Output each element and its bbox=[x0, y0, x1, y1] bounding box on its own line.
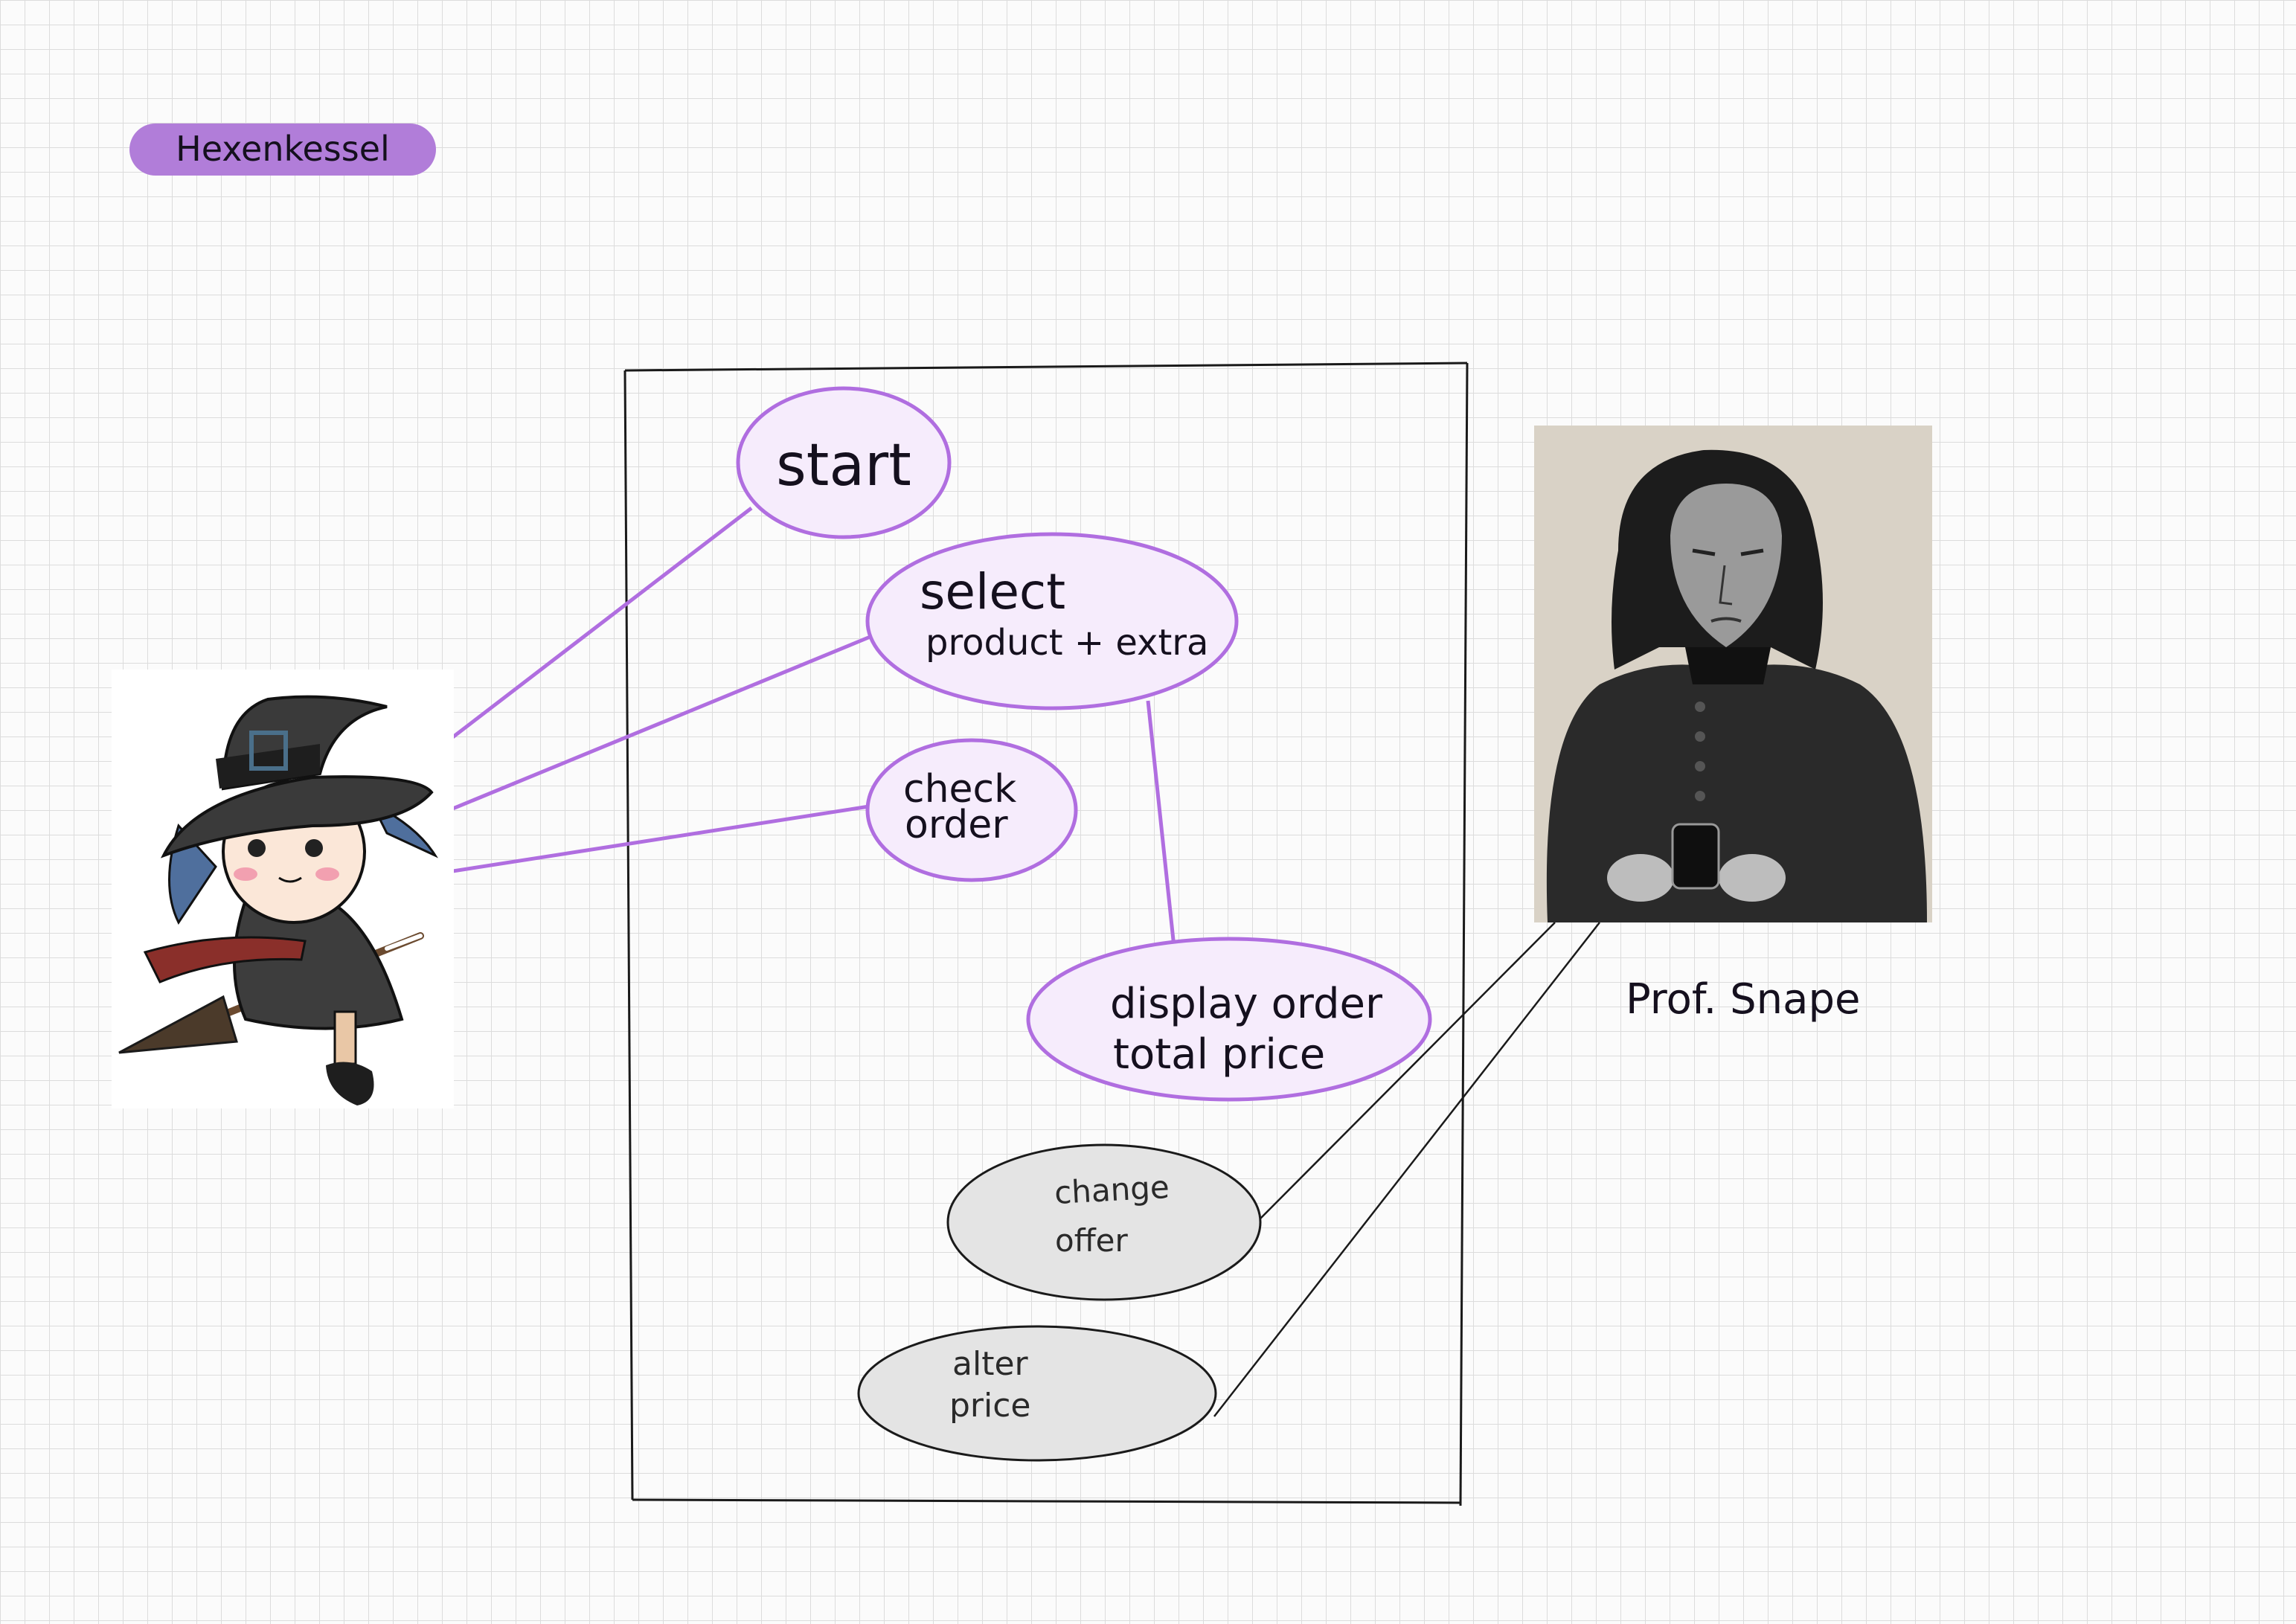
use-case-select-label-2: product + extra bbox=[926, 622, 1208, 664]
snape-label: Prof. Snape bbox=[1626, 975, 1860, 1024]
use-case-alter-label-1: alter bbox=[952, 1345, 1029, 1383]
use-case-change-label-1: change bbox=[1054, 1169, 1170, 1211]
snape-portrait bbox=[1534, 426, 1932, 922]
use-case-check-label-1: check bbox=[903, 767, 1016, 812]
diagram-title: Hexenkessel bbox=[176, 129, 390, 169]
title-badge: Hexenkessel bbox=[129, 123, 436, 176]
use-case-display-label-2: total price bbox=[1113, 1030, 1325, 1079]
use-case-check-order[interactable]: check order bbox=[865, 738, 1078, 882]
use-case-check-label-2: order bbox=[905, 803, 1008, 847]
association-select-display bbox=[1146, 700, 1176, 948]
use-case-start-label: start bbox=[776, 432, 911, 499]
use-case-change-label-2: offer bbox=[1055, 1222, 1128, 1259]
use-case-display-order[interactable]: display order total price bbox=[1026, 937, 1432, 1102]
use-case-select-label-1: select bbox=[920, 563, 1065, 620]
snape-associations bbox=[1213, 922, 1600, 1417]
use-case-select-product[interactable]: select product + extra bbox=[865, 532, 1239, 710]
use-case-display-label-1: display order bbox=[1110, 980, 1383, 1028]
association-start bbox=[399, 507, 753, 779]
use-case-start[interactable]: start bbox=[736, 386, 952, 539]
witch-icon bbox=[112, 670, 454, 1108]
association-change bbox=[1258, 922, 1556, 1221]
association-alter bbox=[1213, 922, 1600, 1417]
system-boundary bbox=[623, 362, 1469, 1506]
association-select bbox=[416, 634, 873, 826]
use-case-change-offer[interactable]: change offer bbox=[946, 1143, 1262, 1301]
use-case-alter-price[interactable]: alter price bbox=[857, 1325, 1217, 1462]
use-case-alter-label-2: price bbox=[949, 1387, 1031, 1425]
